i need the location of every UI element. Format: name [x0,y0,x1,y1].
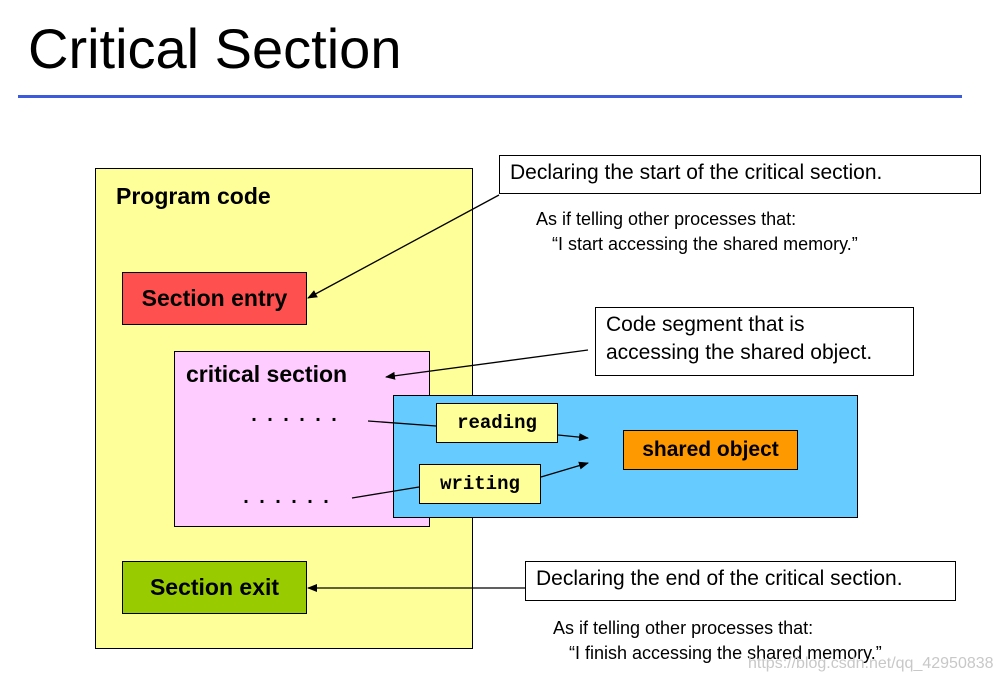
writing-box: writing [419,464,541,504]
callout-code-line-1: Code segment that is [606,313,805,336]
arrow-dots-to-writing [351,486,420,499]
arrow-start-to-entry [307,194,500,299]
code-ellipsis-1: ...... [248,405,345,428]
arrow-writing-to-shared [540,461,589,478]
page-title: Critical Section [28,17,402,80]
note-end-line-2: “I finish accessing the shared memory.” [569,643,882,663]
title-divider [18,95,962,98]
program-code-label: Program code [116,183,271,209]
shared-object-box: shared object [623,430,798,470]
callout-code-line-2: accessing the shared object. [606,341,873,364]
reading-box: reading [436,403,558,443]
callout-end: Declaring the end of the critical sectio… [525,561,956,601]
section-exit-box: Section exit [122,561,307,614]
note-end-line-1: As if telling other processes that: [553,618,814,638]
arrow-code-to-critical-section [385,349,589,380]
critical-section-label: critical section [186,361,348,387]
arrow-reading-to-shared [557,433,589,442]
code-ellipsis-2: ...... [240,487,337,510]
note-start: As if telling other processes that: “I s… [536,207,858,257]
callout-start: Declaring the start of the critical sect… [499,155,981,194]
watermark: https://blog.csdn.net/qq_42950838 [748,655,994,672]
note-end: As if telling other processes that: “I f… [553,616,882,666]
critical-section-box [174,351,430,527]
note-start-line-2: “I start accessing the shared memory.” [552,234,858,254]
section-entry-box: Section entry [122,272,307,325]
callout-code-segment: Code segment that is accessing the share… [595,307,914,376]
note-start-line-1: As if telling other processes that: [536,209,797,229]
arrow-dots-to-reading [367,420,437,427]
